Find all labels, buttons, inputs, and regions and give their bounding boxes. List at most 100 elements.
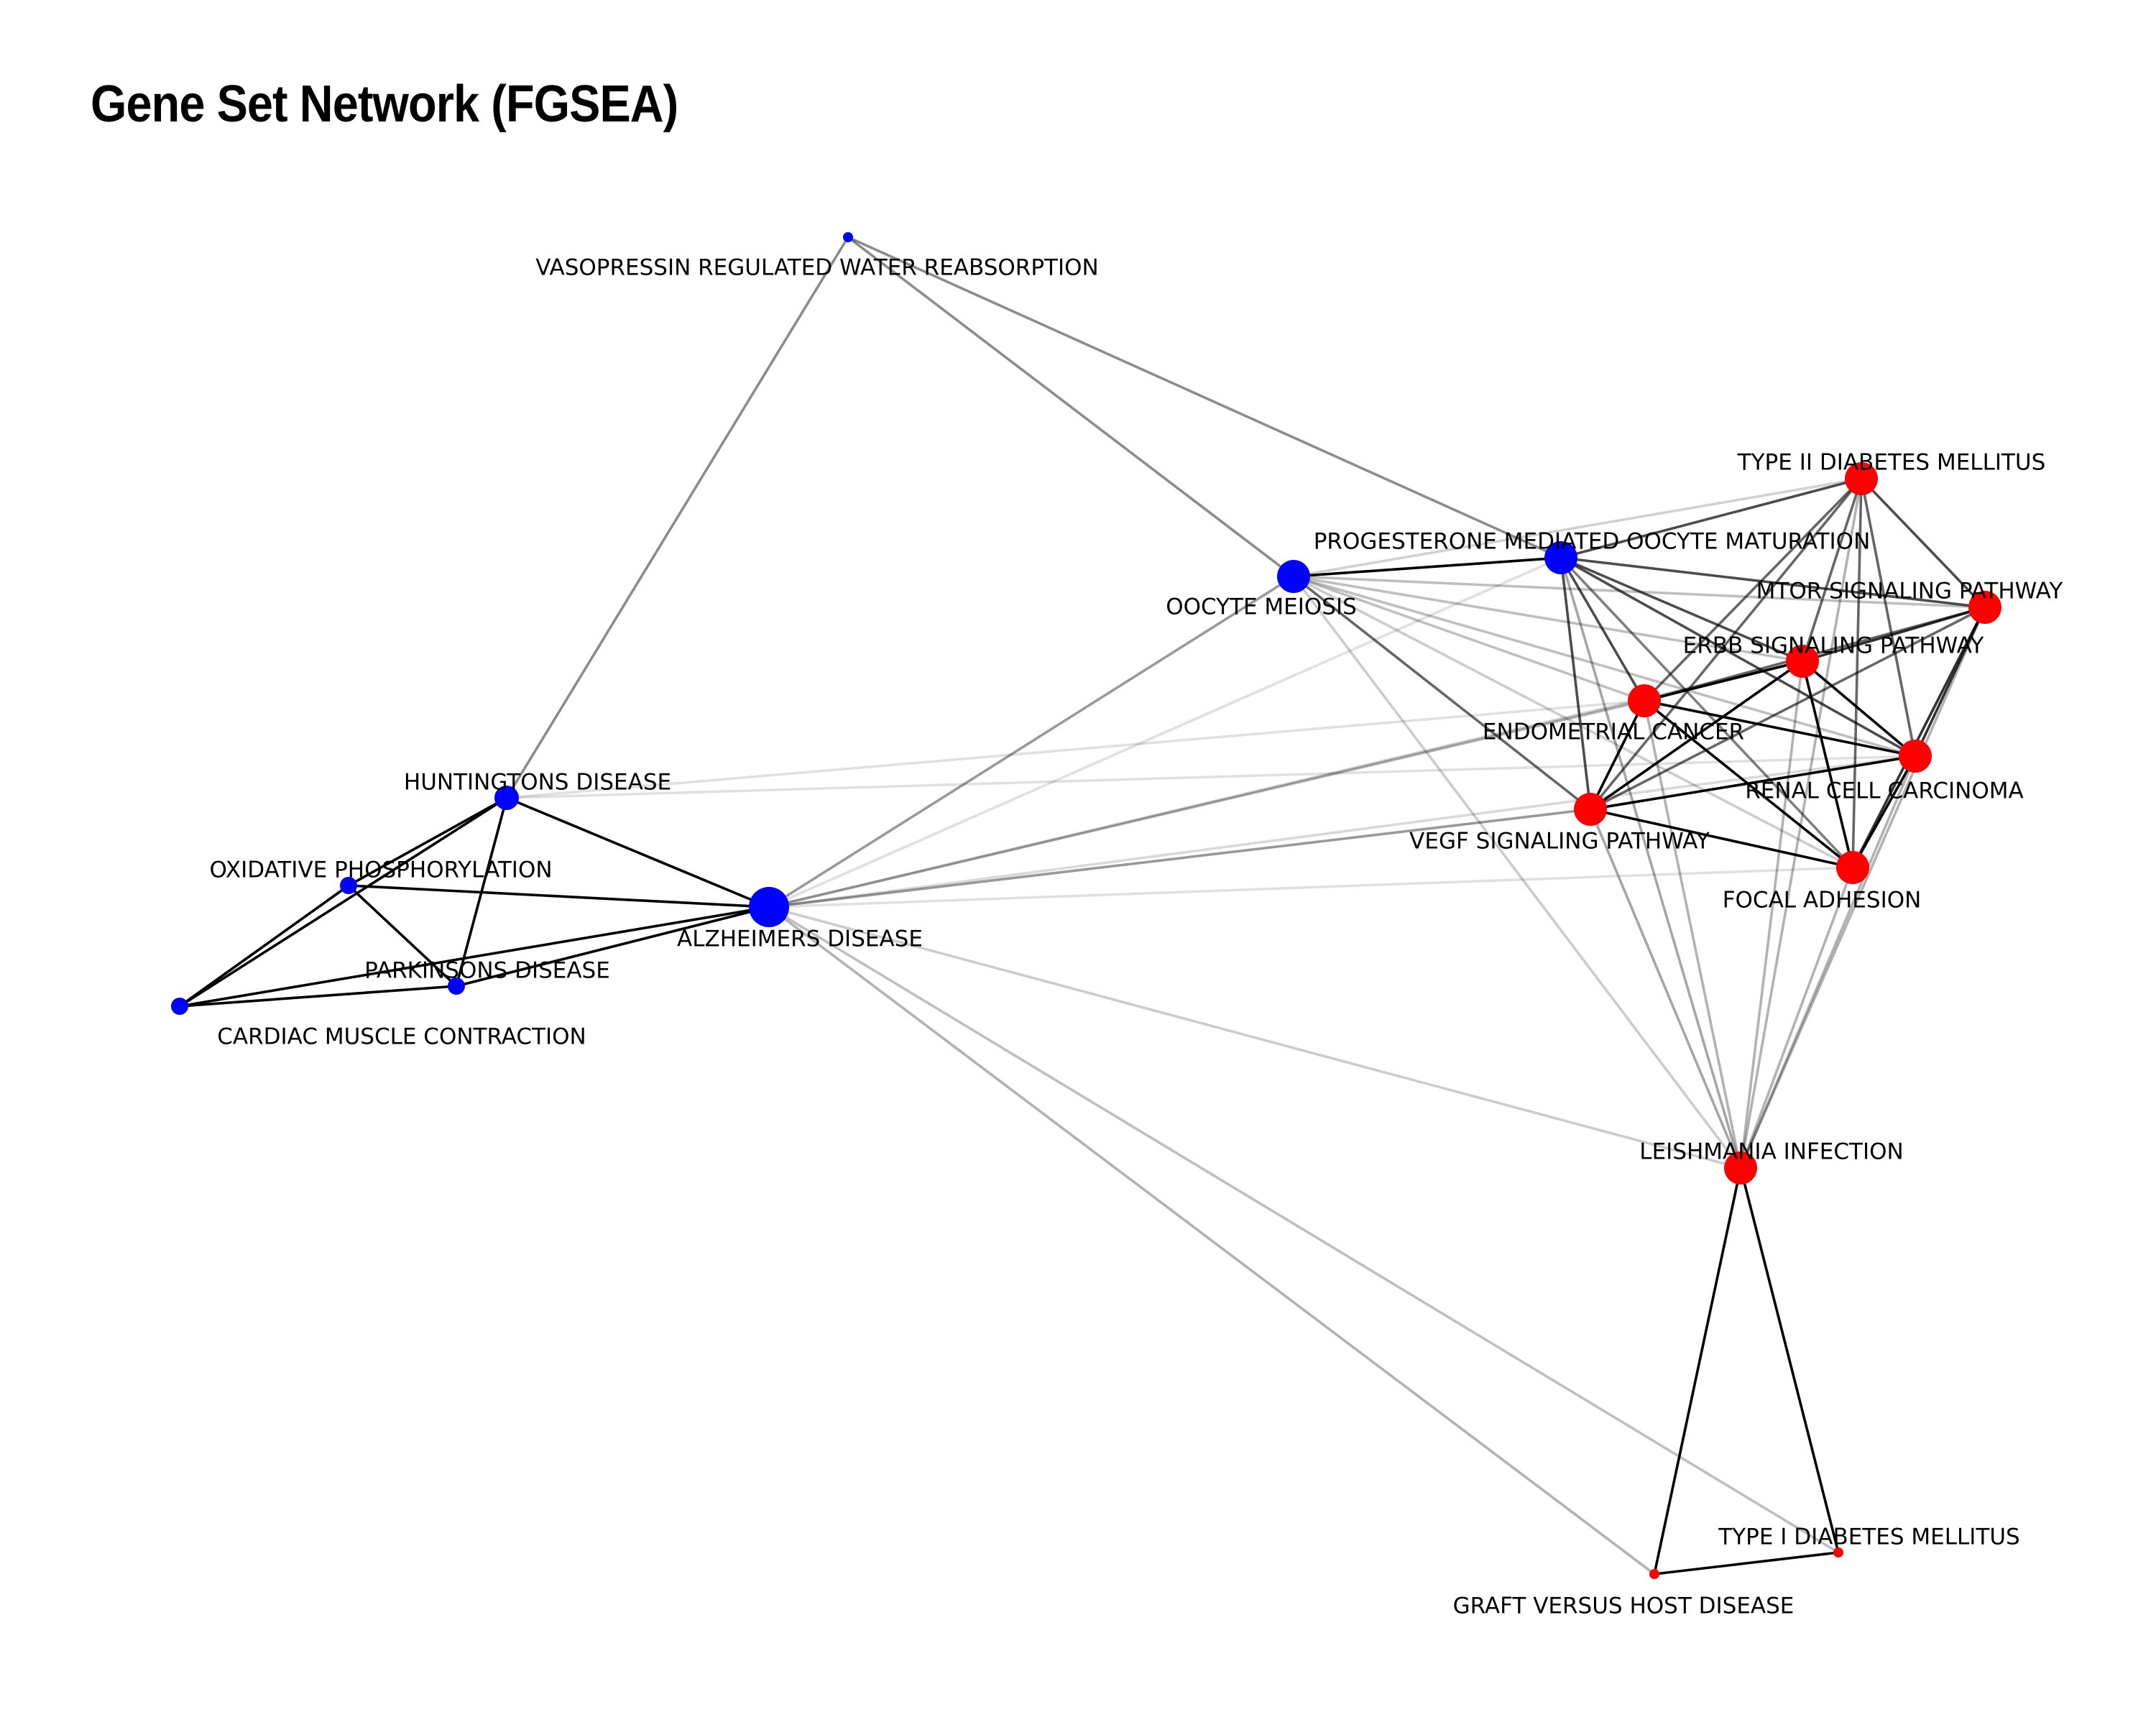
node-label-vasopressin: VASOPRESSIN REGULATED WATER REABSORPTION — [535, 255, 1098, 281]
edge-alzheimers-endometrial — [768, 699, 1646, 908]
edge-oocyte_meiosis-renal — [1292, 575, 1917, 758]
node-label-gvhd: GRAFT VERSUS HOST DISEASE — [1453, 1593, 1795, 1619]
node-label-renal: RENAL CELL CARCINOMA — [1745, 778, 2023, 804]
node-t2d[interactable] — [1845, 462, 1878, 495]
edge-mtor-leishmania — [1739, 606, 1986, 1169]
edge-oxphos-cardiac — [178, 884, 350, 1008]
edge-endometrial-vegf — [1589, 699, 1646, 811]
node-endometrial[interactable] — [1628, 684, 1661, 717]
edge-t2d-erbb — [1801, 477, 1863, 663]
node-label-parkinsons: PARKINSONS DISEASE — [364, 958, 610, 984]
node-huntingtons[interactable] — [494, 786, 519, 810]
node-progesterone[interactable] — [1544, 541, 1577, 574]
edge-vasopressin-huntingtons — [505, 236, 849, 799]
node-oocyte-meiosis[interactable] — [1277, 560, 1310, 593]
edge-alzheimers-leishmania — [768, 906, 1742, 1169]
edge-oxphos-alzheimers — [347, 884, 770, 908]
edge-progesterone-mtor — [1560, 556, 1986, 609]
node-cardiac[interactable] — [171, 998, 188, 1015]
edge-mtor-focal — [1851, 606, 1986, 869]
node-focal[interactable] — [1836, 851, 1869, 884]
edge-vegf-leishmania — [1589, 808, 1742, 1169]
node-vegf[interactable] — [1574, 793, 1607, 826]
edge-mtor-vegf — [1589, 606, 1986, 811]
edge-progesterone-erbb — [1560, 556, 1804, 663]
edge-t2d-endometrial — [1643, 477, 1863, 702]
node-alzheimers[interactable] — [749, 887, 789, 927]
edge-vasopressin-oocyte_meiosis — [847, 236, 1295, 578]
edge-alzheimers-oocyte_meiosis — [768, 575, 1295, 908]
node-label-alzheimers: ALZHEIMERS DISEASE — [677, 926, 923, 952]
node-label-huntingtons: HUNTINGTONS DISEASE — [404, 770, 671, 796]
node-label-leishmania: LEISHMANIA INFECTION — [1639, 1139, 1903, 1165]
node-label-erbb: ERBB SIGNALING PATHWAY — [1683, 633, 1984, 659]
edge-huntingtons-oxphos — [347, 796, 508, 887]
edge-huntingtons-alzheimers — [505, 796, 770, 908]
edge-t2d-leishmania — [1739, 477, 1863, 1169]
node-label-progesterone: PROGESTERONE MEDIATED OOCYTE MATURATION — [1314, 529, 1871, 555]
node-label-t1d: TYPE I DIABETES MELLITUS — [1718, 1524, 2019, 1550]
edge-layer — [178, 236, 1986, 1576]
node-layer — [171, 232, 2001, 1579]
node-leishmania[interactable] — [1724, 1151, 1757, 1184]
node-parkinsons[interactable] — [448, 978, 465, 995]
edge-oxphos-parkinsons — [347, 884, 458, 988]
edge-progesterone-endometrial — [1560, 556, 1646, 702]
edge-endometrial-renal — [1643, 699, 1917, 758]
edge-t2d-vegf — [1589, 477, 1863, 811]
node-label-endometrial: ENDOMETRIAL CANCER — [1483, 719, 1744, 745]
edge-huntingtons-cardiac — [178, 796, 508, 1008]
edge-t2d-renal — [1860, 477, 1917, 758]
edge-t1d-gvhd — [1653, 1551, 1840, 1576]
edge-alzheimers-vegf — [768, 808, 1592, 908]
edge-alzheimers-t1d — [768, 906, 1840, 1554]
node-label-oxphos: OXIDATIVE PHOSPHORYLATION — [209, 857, 552, 883]
page-title: Gene Set Network (FGSEA) — [91, 75, 678, 133]
edge-erbb-renal — [1801, 660, 1917, 758]
label-layer: VASOPRESSIN REGULATED WATER REABSORPTION… — [209, 255, 2063, 1619]
edge-oocyte_meiosis-endometrial — [1292, 575, 1646, 702]
edge-oocyte_meiosis-focal — [1292, 575, 1854, 869]
edge-parkinsons-cardiac — [178, 985, 458, 1008]
node-vasopressin[interactable] — [843, 232, 853, 242]
node-label-mtor: MTOR SIGNALING PATHWAY — [1756, 579, 2063, 604]
node-label-t2d: TYPE II DIABETES MELLITUS — [1737, 450, 2046, 476]
edge-alzheimers-progesterone — [768, 556, 1562, 908]
edge-leishmania-t1d — [1739, 1167, 1840, 1554]
edge-huntingtons-endometrial — [505, 699, 1646, 799]
edge-progesterone-vegf — [1560, 556, 1592, 811]
node-label-focal: FOCAL ADHESION — [1723, 888, 1922, 914]
node-oxphos[interactable] — [340, 877, 357, 894]
node-erbb[interactable] — [1786, 645, 1819, 678]
edge-erbb-focal — [1801, 660, 1854, 869]
edge-alzheimers-focal — [768, 866, 1854, 908]
edge-vegf-focal — [1589, 808, 1854, 869]
edge-cardiac-alzheimers — [178, 906, 770, 1008]
node-label-oocyte-meiosis: OOCYTE MEIOSIS — [1166, 594, 1357, 620]
edge-leishmania-gvhd — [1653, 1167, 1742, 1576]
edge-oocyte_meiosis-erbb — [1292, 575, 1804, 663]
edge-oocyte_meiosis-mtor — [1292, 575, 1986, 609]
edge-parkinsons-alzheimers — [455, 906, 770, 988]
edge-erbb-leishmania — [1739, 660, 1804, 1169]
node-label-vegf: VEGF SIGNALING PATHWAY — [1409, 829, 1710, 855]
edge-erbb-vegf — [1589, 660, 1804, 811]
edge-renal-vegf — [1589, 755, 1917, 811]
edge-oocyte_meiosis-leishmania — [1292, 575, 1742, 1169]
edge-oocyte_meiosis-progesterone — [1292, 556, 1562, 578]
node-t1d[interactable] — [1833, 1547, 1843, 1558]
edge-focal-leishmania — [1739, 866, 1854, 1169]
edge-progesterone-t2d — [1560, 477, 1863, 559]
edge-renal-leishmania — [1739, 755, 1917, 1169]
edge-alzheimers-gvhd — [768, 906, 1656, 1576]
node-mtor[interactable] — [1968, 591, 2001, 624]
edge-renal-focal — [1851, 755, 1917, 869]
node-renal[interactable] — [1899, 740, 1932, 773]
node-gvhd[interactable] — [1649, 1569, 1659, 1579]
edge-progesterone-leishmania — [1560, 556, 1742, 1169]
edge-endometrial-leishmania — [1643, 699, 1742, 1169]
edge-alzheimers-renal — [768, 755, 1917, 908]
edge-erbb-endometrial — [1643, 660, 1804, 702]
edge-oocyte_meiosis-vegf — [1292, 575, 1592, 811]
